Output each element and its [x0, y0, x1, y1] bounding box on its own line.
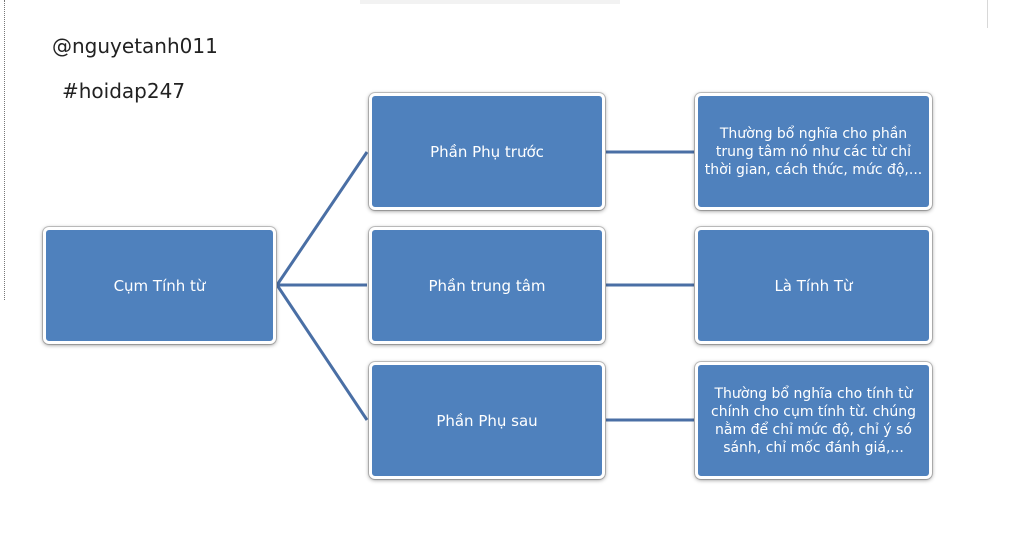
desc-phan-phu-sau-text: Thường bổ nghĩa cho tính từ chính cho cụ… — [711, 385, 916, 456]
desc-phan-trung-tam-text: Là Tính Từ — [774, 276, 853, 295]
desc-phan-trung-tam: Là Tính Từ — [695, 227, 932, 344]
node-phan-trung-tam: Phần trung tâm — [369, 227, 605, 344]
watermark-user-handle: @nguyetanh011 — [52, 34, 218, 58]
node-cum-tinh-tu-label: Cụm Tính từ — [113, 276, 206, 295]
node-phan-phu-truoc: Phần Phụ trước — [369, 93, 605, 210]
node-cum-tinh-tu: Cụm Tính từ — [43, 227, 276, 344]
desc-phan-phu-truoc: Thường bổ nghĩa cho phần trung tâm nó nh… — [695, 93, 932, 210]
node-phan-phu-sau-label: Phần Phụ sau — [436, 411, 538, 430]
connector-root-to-post — [275, 284, 369, 421]
node-phan-phu-sau: Phần Phụ sau — [369, 362, 605, 479]
connector-root-to-pre — [275, 151, 369, 286]
node-phan-phu-truoc-label: Phần Phụ trước — [430, 142, 544, 161]
left-margin-guide — [4, 0, 5, 300]
right-margin-guide — [987, 0, 988, 28]
watermark-hashtag: #hoidap247 — [62, 79, 186, 103]
desc-phan-phu-sau: Thường bổ nghĩa cho tính từ chính cho cụ… — [695, 362, 932, 479]
desc-phan-phu-truoc-text: Thường bổ nghĩa cho phần trung tâm nó nh… — [704, 125, 923, 178]
top-fade-strip — [360, 0, 620, 4]
node-phan-trung-tam-label: Phần trung tâm — [428, 276, 546, 295]
